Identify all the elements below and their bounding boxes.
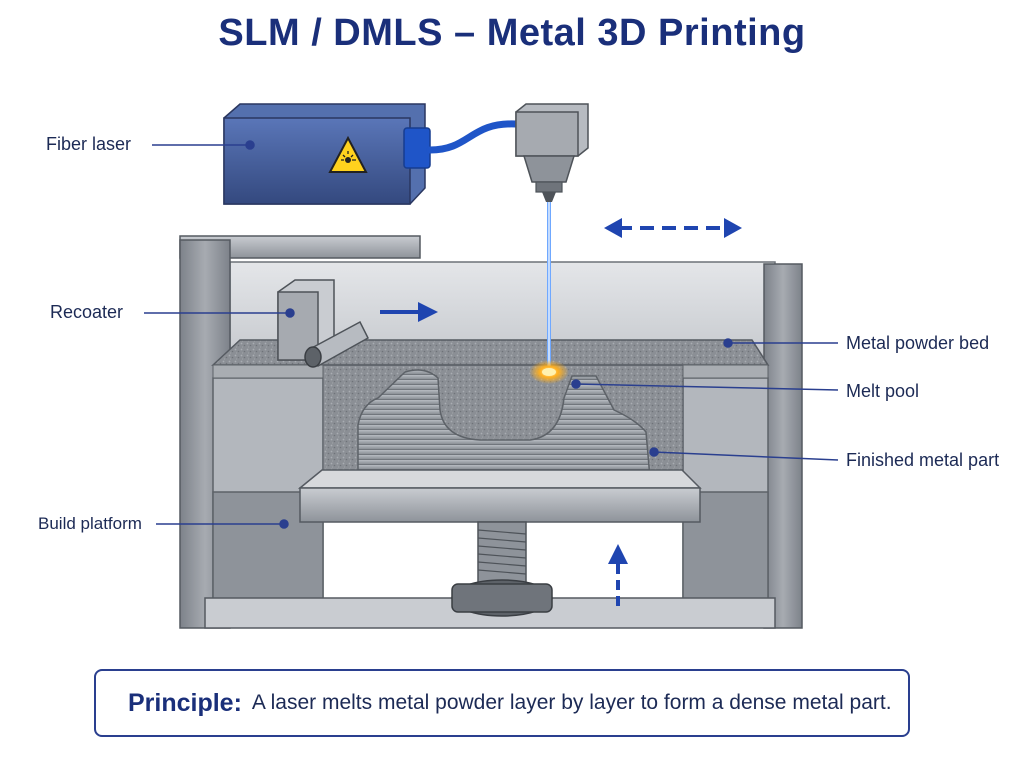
laser-warning-icon [328,135,368,173]
leader-finished-part [653,451,839,461]
label-finished-part: Finished metal part [846,450,1000,470]
finished-metal-part [357,369,651,479]
principle-text: A laser melts metal powder layer by laye… [251,691,892,714]
frame-right-wall [763,263,803,629]
laser-scan-head [515,103,589,202]
label-powder-bed: Metal powder bed [846,333,990,353]
recoater [277,279,369,368]
diagram-title: SLM / DMLS – Metal 3D Printing [218,12,806,54]
fiber-laser-unit [223,103,431,205]
fiber-cable [426,120,520,154]
label-recoater: Recoater [50,302,124,322]
leader-melt-pool [575,383,839,391]
recoater-direction-arrow [380,302,438,322]
label-melt-pool: Melt pool [846,381,920,401]
platform-up-arrow [608,544,628,606]
label-fiber-laser: Fiber laser [46,134,132,154]
scan-direction-arrow [604,218,742,238]
principle-key: Principle: [128,688,242,717]
platform-screw [477,521,527,585]
build-platform-plate [297,469,702,489]
principle-box: Principle: A laser melts metal powder la… [94,669,910,737]
label-build-platform: Build platform [38,514,142,533]
